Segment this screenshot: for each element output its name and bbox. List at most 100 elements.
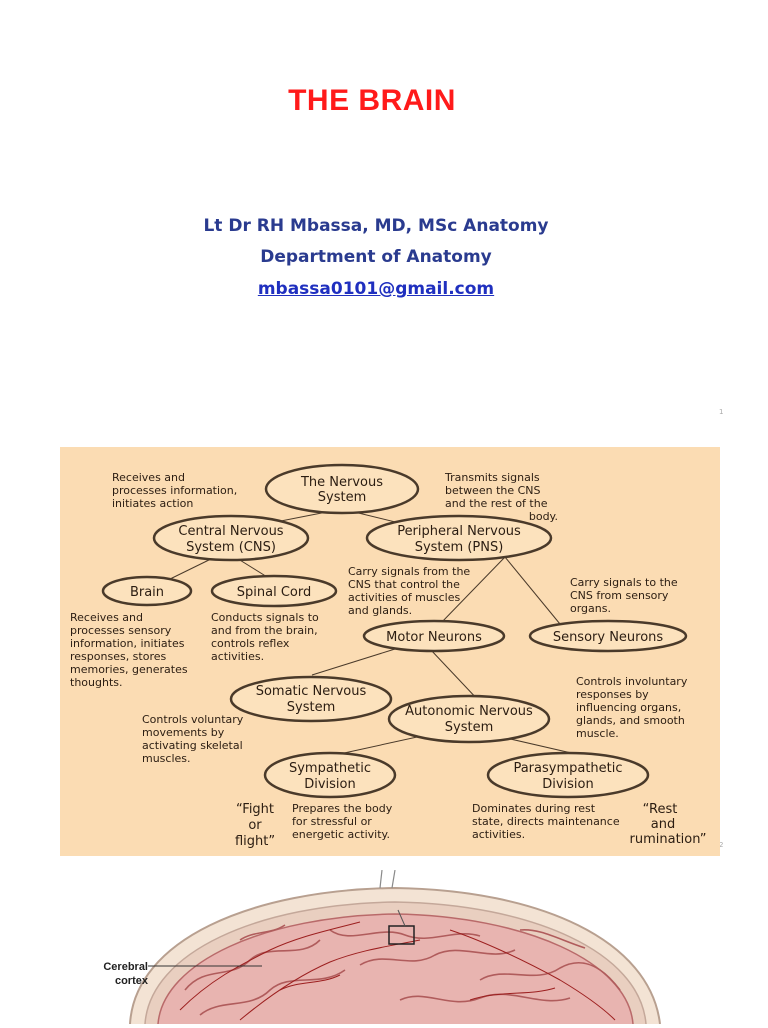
note-text: between the CNS — [445, 484, 541, 497]
node-autonomic — [387, 694, 551, 744]
note-text: Transmits signals — [444, 471, 540, 484]
nervous-system-diagram: The Nervous System Central Nervous Syste… — [60, 447, 720, 856]
node-sympathetic — [263, 751, 397, 799]
note-text: movements by — [142, 726, 225, 739]
node-nervous-system — [264, 463, 420, 515]
brain-svg: Cerebral cortex — [103, 869, 661, 1025]
note-text: Receives and — [70, 611, 143, 624]
node-parasympathetic — [486, 751, 650, 799]
node-label: Sensory Neurons — [553, 630, 664, 645]
vessel-top — [379, 869, 383, 889]
note-text: body. — [529, 510, 558, 523]
quote-text: or — [248, 818, 262, 833]
note-text: CNS that control the — [348, 578, 460, 591]
node-label: Division — [304, 777, 356, 792]
vessel-top — [391, 869, 396, 889]
highlight-box — [388, 925, 415, 945]
note-text: and glands. — [348, 604, 412, 617]
connector — [311, 648, 396, 676]
note-text: activities of muscles — [348, 591, 460, 604]
connector — [167, 556, 216, 581]
note-text: and from the brain, — [211, 624, 318, 637]
node-label: Spinal Cord — [237, 585, 311, 600]
connector — [504, 556, 561, 625]
node-label: The Nervous — [300, 475, 383, 490]
note-text: energetic activity. — [292, 828, 390, 841]
note-text: Dominates during rest — [472, 802, 596, 815]
node-label: Autonomic Nervous — [405, 704, 533, 719]
page-number: 1 — [719, 408, 724, 416]
note-text: organs. — [570, 602, 611, 615]
note-text: glands, and smooth — [576, 714, 685, 727]
node-label: Parasympathetic — [513, 761, 622, 776]
node-label: System (PNS) — [415, 540, 504, 555]
note-text: for stressful or — [292, 815, 372, 828]
note-text: CNS from sensory — [570, 589, 669, 602]
quote-text: flight” — [235, 834, 275, 849]
note-text: activities. — [472, 828, 525, 841]
node-label: Motor Neurons — [386, 630, 482, 645]
node-label: System — [445, 720, 493, 735]
note-text: activating skeletal — [142, 739, 243, 752]
email-link[interactable]: mbassa0101@gmail.com — [257, 279, 495, 299]
page-number: 2 — [719, 841, 724, 849]
node-ellipses — [101, 463, 688, 799]
department: Department of Anatomy — [260, 247, 492, 267]
note-text: processes sensory — [70, 624, 172, 637]
node-label: Sympathetic — [289, 761, 371, 776]
note-text: muscles. — [142, 752, 191, 765]
node-label: Central Nervous — [178, 524, 283, 539]
diagram-svg: The Nervous System Central Nervous Syste… — [70, 463, 707, 849]
quote-text: “Fight — [236, 802, 274, 817]
cortex-label: cortex — [115, 975, 149, 987]
node-cns — [152, 514, 310, 562]
note-text: Conducts signals to — [211, 611, 319, 624]
node-pns — [365, 514, 553, 562]
note-text: responses, stores — [70, 650, 167, 663]
note-text: Carry signals to the — [570, 576, 678, 589]
note-texts: Receives and processes information, init… — [70, 471, 688, 841]
page-title: THE BRAIN — [288, 84, 456, 117]
node-label: System — [318, 490, 366, 505]
note-text: memories, generates — [70, 663, 188, 676]
node-label: System — [287, 700, 335, 715]
brain-illustration: Cerebral cortex — [0, 869, 768, 1025]
node-brain — [101, 575, 193, 607]
connector — [439, 556, 506, 625]
node-label: Somatic Nervous — [256, 684, 367, 699]
quote-texts: “Fight or flight” “Rest and rumination” — [235, 802, 707, 849]
note-text: Prepares the body — [292, 802, 393, 815]
note-text: Receives and — [112, 471, 185, 484]
note-text: responses by — [576, 688, 649, 701]
node-spinal-cord — [210, 574, 338, 608]
gyri — [184, 924, 621, 1016]
quote-text: “Rest — [643, 802, 678, 817]
node-label: Brain — [130, 585, 164, 600]
pointer-line — [397, 909, 406, 927]
node-label: System (CNS) — [186, 540, 276, 555]
note-text: activities. — [211, 650, 264, 663]
note-text: controls reflex — [211, 637, 290, 650]
node-motor — [362, 619, 506, 653]
node-somatic — [229, 675, 393, 723]
note-text: Controls involuntary — [576, 675, 688, 688]
email-container: mbassa0101@gmail.com — [0, 279, 752, 299]
vessels — [179, 921, 616, 1021]
node-label: Division — [542, 777, 594, 792]
note-text: Controls voluntary — [142, 713, 244, 726]
note-text: state, directs maintenance — [472, 815, 620, 828]
note-text: Carry signals from the — [348, 565, 470, 578]
node-label: Peripheral Nervous — [397, 524, 521, 539]
quote-text: and — [651, 817, 675, 832]
author-name: Lt Dr RH Mbassa, MD, MSc Anatomy — [203, 216, 549, 236]
note-text: processes information, — [112, 484, 237, 497]
quote-text: rumination” — [630, 832, 707, 847]
node-sensory — [528, 619, 688, 653]
node-labels: The Nervous System Central Nervous Syste… — [130, 475, 663, 792]
note-text: information, initiates — [70, 637, 185, 650]
connector — [429, 648, 481, 703]
note-text: influencing organs, — [576, 701, 681, 714]
note-text: and the rest of the — [445, 497, 548, 510]
note-text: initiates action — [112, 497, 193, 510]
note-text: thoughts. — [70, 676, 122, 689]
